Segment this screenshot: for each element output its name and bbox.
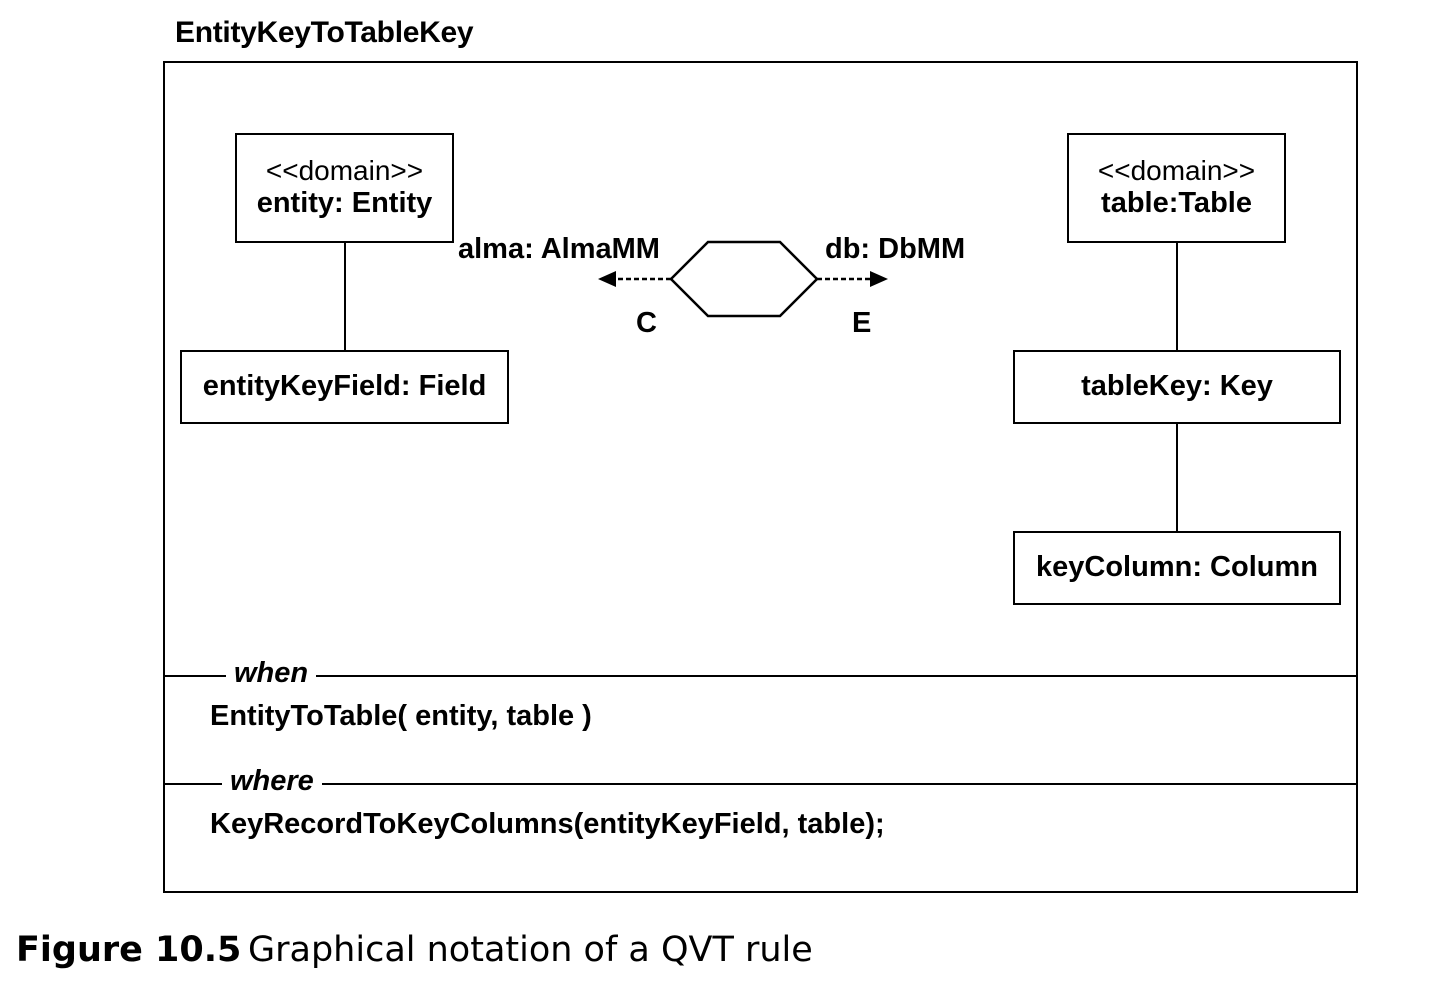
where-keyword: where (222, 765, 322, 798)
key-column-box: keyColumn: Column (1013, 531, 1341, 605)
transformation-hexagon (669, 240, 819, 318)
right-arrowhead (870, 271, 888, 287)
when-divider (163, 675, 1358, 677)
table-key-label: tableKey: Key (1081, 370, 1273, 403)
right-connector-line-1 (1176, 242, 1178, 352)
figure-caption: Graphical notation of a QVT rule (248, 930, 813, 970)
entity-stereotype: <<domain>> (265, 155, 424, 187)
right-connector-line-2 (1176, 423, 1178, 533)
table-stereotype: <<domain>> (1097, 155, 1256, 187)
left-model-label: alma: AlmaMM (458, 233, 660, 265)
entity-domain-box: <<domain>> entity: Entity (235, 133, 454, 243)
left-mode-label: C (636, 307, 657, 339)
right-mode-label: E (852, 307, 872, 339)
left-connector-line (344, 242, 346, 352)
rule-frame (163, 61, 1358, 893)
rule-title: EntityKeyToTableKey (175, 16, 474, 49)
right-model-label: db: DbMM (825, 233, 966, 265)
where-expression: KeyRecordToKeyColumns(entityKeyField, ta… (210, 808, 885, 840)
entity-key-field-label: entityKeyField: Field (202, 370, 487, 403)
when-expression: EntityToTable( entity, table ) (210, 700, 592, 732)
table-domain-box: <<domain>> table:Table (1067, 133, 1286, 243)
figure-number: Figure 10.5 (16, 930, 242, 970)
when-keyword: when (226, 657, 317, 690)
entity-object-label: entity: Entity (256, 187, 433, 220)
entity-key-field-box: entityKeyField: Field (180, 350, 509, 424)
table-key-box: tableKey: Key (1013, 350, 1341, 424)
left-arrowhead (598, 271, 616, 287)
table-object-label: table:Table (1101, 187, 1252, 220)
where-divider (163, 783, 1358, 785)
key-column-label: keyColumn: Column (1036, 551, 1318, 584)
